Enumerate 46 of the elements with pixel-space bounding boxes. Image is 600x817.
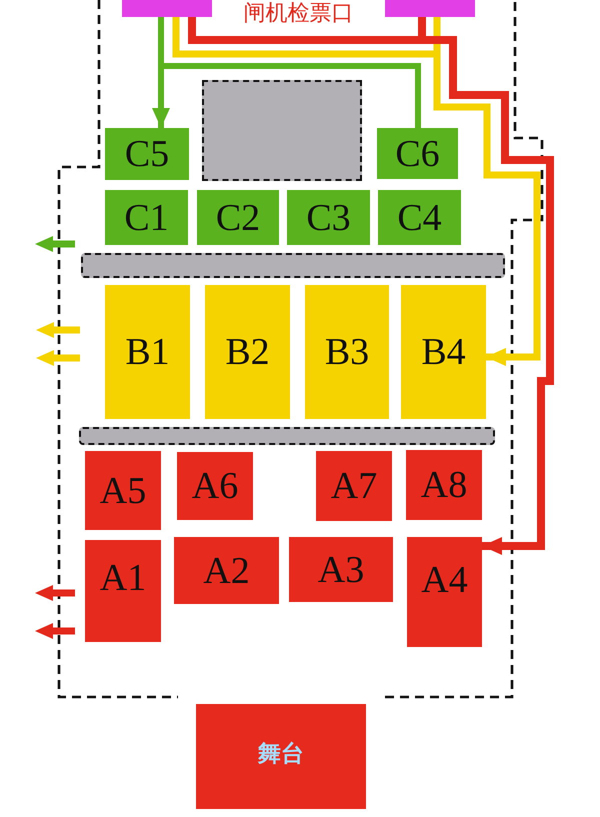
section-label: A8 bbox=[420, 466, 468, 504]
section-label: B2 bbox=[225, 333, 270, 371]
seating-section bbox=[289, 537, 393, 602]
section-label: C1 bbox=[124, 198, 169, 236]
arrow bbox=[422, 36, 554, 555]
section-label: A4 bbox=[421, 561, 468, 599]
gate-block bbox=[122, 0, 212, 17]
section-label: C5 bbox=[124, 135, 170, 173]
seating-section bbox=[378, 190, 461, 245]
seating-section bbox=[174, 537, 279, 604]
seating-section bbox=[377, 128, 458, 179]
seating-section bbox=[401, 285, 486, 419]
section-label: A2 bbox=[203, 552, 250, 590]
stage-block bbox=[196, 704, 366, 809]
gate-block bbox=[385, 0, 475, 17]
section-label: A1 bbox=[100, 559, 146, 597]
section-label: A6 bbox=[192, 467, 238, 505]
seating-section bbox=[105, 128, 189, 180]
seating-section bbox=[407, 537, 482, 647]
section-label: C3 bbox=[306, 198, 351, 236]
shaded-area bbox=[202, 80, 362, 181]
connector-line bbox=[188, 17, 422, 44]
section-label: B3 bbox=[324, 333, 370, 371]
divider-bar bbox=[81, 253, 505, 278]
section-label: A3 bbox=[318, 550, 364, 588]
section-label: C2 bbox=[216, 198, 260, 236]
section-label: A5 bbox=[100, 472, 146, 510]
seating-section bbox=[316, 451, 392, 521]
seating-section bbox=[105, 190, 188, 245]
seating-section bbox=[105, 285, 190, 419]
seating-section bbox=[287, 190, 370, 245]
seating-section bbox=[197, 190, 279, 245]
divider-bar bbox=[79, 427, 495, 445]
section-label: C6 bbox=[395, 134, 440, 172]
seating-section bbox=[85, 540, 161, 642]
section-label: B4 bbox=[421, 333, 466, 371]
seating-section bbox=[177, 452, 253, 520]
entrance-label: 闸机检票口 bbox=[244, 0, 354, 28]
section-label: A7 bbox=[330, 467, 378, 505]
seating-section bbox=[406, 450, 482, 520]
seating-section bbox=[305, 285, 389, 419]
section-label: B1 bbox=[125, 333, 170, 371]
seating-section bbox=[85, 451, 161, 530]
stage-label: 舞台 bbox=[258, 742, 304, 768]
seating-section bbox=[205, 285, 290, 419]
section-label: C4 bbox=[397, 198, 442, 236]
